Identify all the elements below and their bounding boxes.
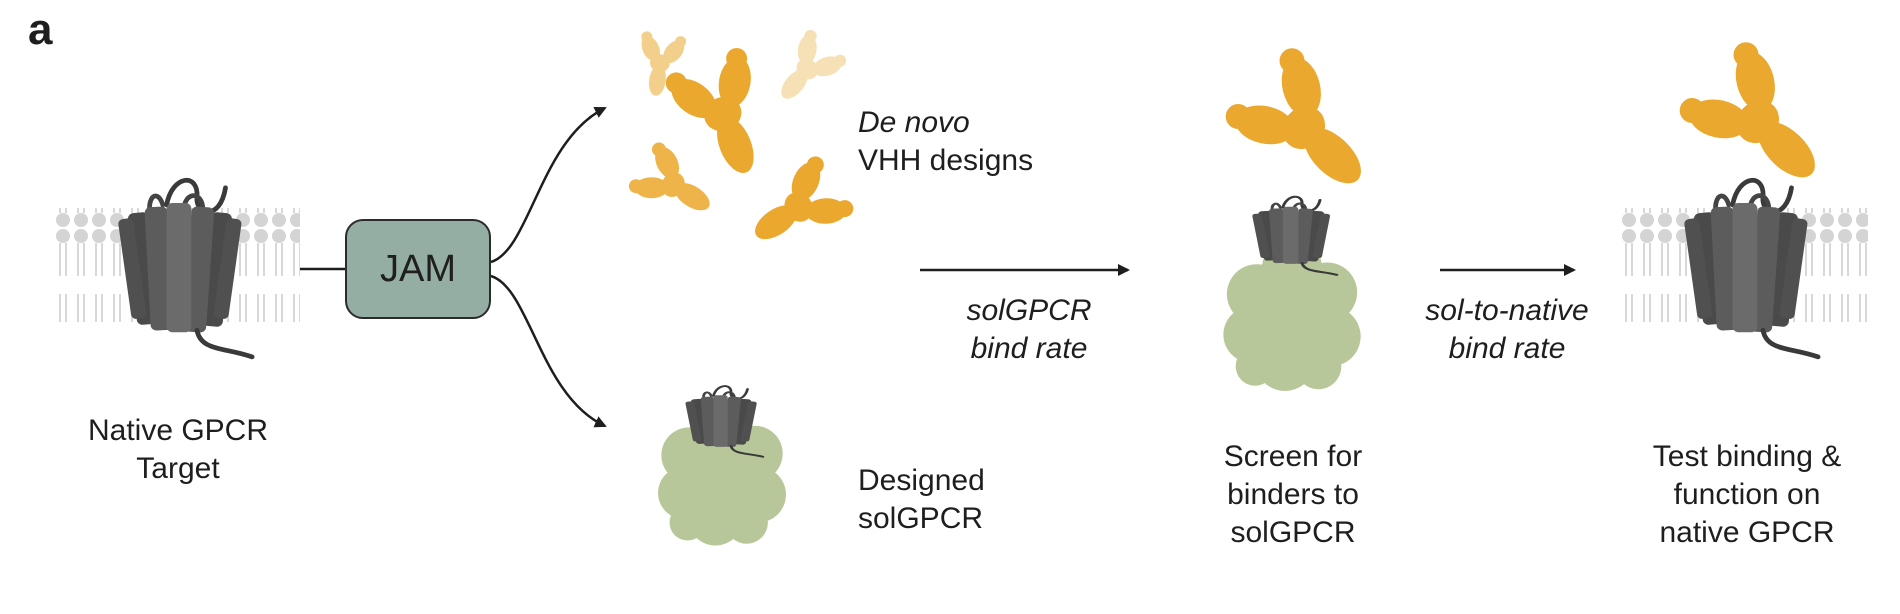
native-gpcr-group bbox=[54, 180, 300, 357]
designed-solgpcr-group bbox=[658, 384, 786, 546]
screen-label: Screen for binders to solGPCR bbox=[1223, 440, 1363, 549]
jam-label: JAM bbox=[380, 247, 456, 290]
test-binding-label: Test binding & function on native GPCR bbox=[1652, 440, 1842, 549]
solgpcr-bind-rate-label: solGPCR bind rate bbox=[966, 294, 1092, 365]
gpcr-icon bbox=[118, 180, 252, 357]
screen-binders-group bbox=[1215, 38, 1399, 391]
gpcr-icon bbox=[1684, 180, 1818, 357]
panel-letter: a bbox=[28, 5, 53, 54]
vhh-antibody-icon bbox=[624, 136, 727, 234]
vhh-designs-cluster bbox=[624, 25, 860, 269]
designed-solgpcr-label: Designed solGPCR bbox=[858, 464, 985, 535]
jam-method-box: JAM bbox=[345, 219, 491, 319]
native-target-label: Native GPCR Target bbox=[87, 414, 269, 485]
vhh-antibody-icon bbox=[1215, 38, 1399, 221]
jam-to-solgpcr-arrow bbox=[490, 274, 607, 428]
vhh-antibody-icon bbox=[734, 149, 860, 269]
vhh-antibody-icon bbox=[761, 25, 852, 117]
jam-to-vhh-arrow bbox=[490, 106, 607, 264]
sol-to-native-label: sol-to-native bind rate bbox=[1425, 294, 1589, 365]
native-binding-group bbox=[1622, 32, 1868, 357]
vhh-designs-label: De novo VHH designs bbox=[858, 106, 1034, 177]
